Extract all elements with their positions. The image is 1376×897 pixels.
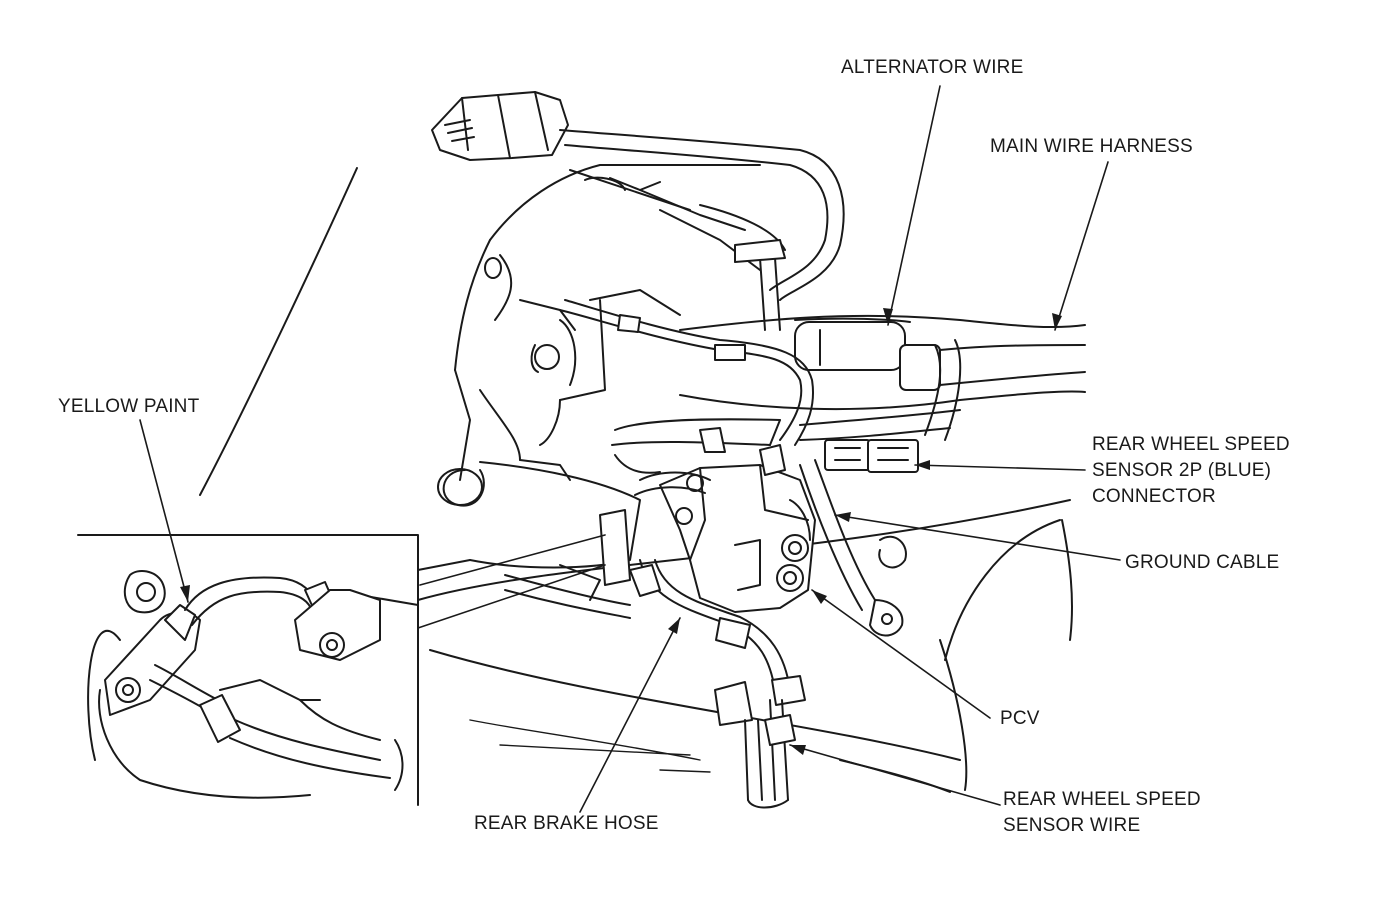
label-main-wire-harness: MAIN WIRE HARNESS	[990, 136, 1193, 157]
label-sensor-wire-line-2: SENSOR WIRE	[1003, 815, 1141, 836]
label-pcv: PCV	[1000, 708, 1040, 729]
label-rear-wheel-speed-sensor-wire: REAR WHEEL SPEED SENSOR WIRE	[1003, 787, 1201, 839]
frame-outline	[87, 167, 1073, 793]
leader-lines	[139, 85, 1121, 813]
label-rear-wheel-speed-sensor-connector: REAR WHEEL SPEED SENSOR 2P (BLUE) CONNEC…	[1092, 432, 1290, 510]
inset-detail	[77, 534, 419, 806]
pcv-drawing	[659, 419, 816, 613]
label-ground-cable: GROUND CABLE	[1125, 552, 1280, 573]
label-connector-line-2: SENSOR 2P (BLUE)	[1092, 460, 1272, 481]
label-rear-brake-hose: REAR BRAKE HOSE	[474, 813, 659, 834]
label-sensor-wire-line-1: REAR WHEEL SPEED	[1003, 789, 1201, 810]
label-alternator-wire: ALTERNATOR WIRE	[841, 57, 1024, 78]
engine-block	[454, 164, 786, 481]
sensor-connector-drawing	[799, 439, 919, 637]
engine-side-drawing	[614, 454, 907, 569]
brake-hose-drawing	[629, 559, 806, 809]
main-harness-drawing	[611, 314, 1086, 453]
label-connector-line-3: CONNECTOR	[1092, 486, 1216, 507]
brake-pipe-drawing	[559, 299, 814, 446]
mount-bracket-drawing	[437, 461, 711, 619]
top-connector-drawing	[431, 91, 845, 331]
label-yellow-paint: YELLOW PAINT	[58, 396, 200, 417]
label-connector-line-1: REAR WHEEL SPEED	[1092, 434, 1290, 455]
